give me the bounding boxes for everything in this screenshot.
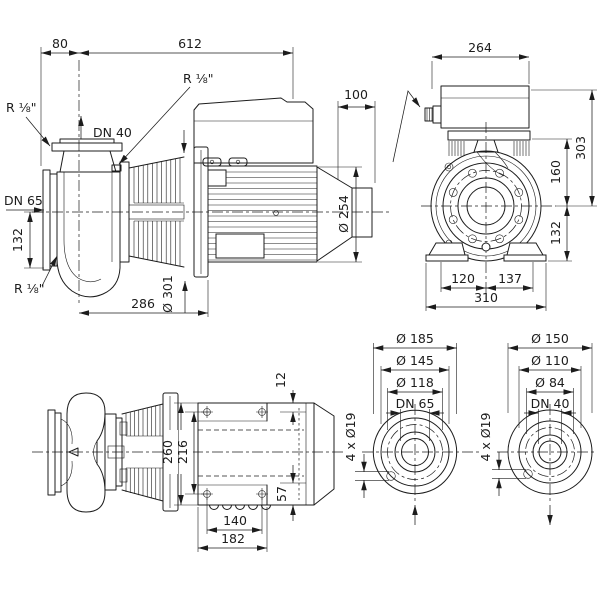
dim-118: Ø 118 <box>396 375 434 390</box>
top-view-dimensions: 12 57 260 216 140 182 <box>160 372 306 552</box>
lantern-top-fins-upper <box>125 404 161 436</box>
discharge-flange-detail: Ø 150 Ø 110 Ø 84 DN 40 4 x Ø19 <box>478 331 593 525</box>
front-view: 264 303 160 132 120 137 310 <box>392 40 597 311</box>
lantern-top-fins-lower <box>125 468 161 501</box>
dim-216: 216 <box>175 440 190 464</box>
discharge-flange-dimensions: Ø 150 Ø 110 Ø 84 DN 40 4 x Ø19 <box>478 331 593 525</box>
electronics-module-side <box>193 97 314 167</box>
side-view: 80 612 R ⅛" DN 40 R ⅛" DN 65 132 R ⅛" 28… <box>4 36 392 317</box>
dim-bolt-holes-40: 4 x Ø19 <box>478 412 493 461</box>
motor-nameplate <box>215 233 265 259</box>
dim-84: Ø 84 <box>535 375 565 390</box>
vent-plug <box>111 164 122 172</box>
top-view: 12 57 260 216 140 182 <box>32 372 597 552</box>
discharge-neck-silhouette <box>476 151 509 177</box>
dim-110: Ø 110 <box>531 353 569 368</box>
thread-label-bottom: R ⅛" <box>14 281 45 296</box>
dim-dn65: DN 65 <box>396 396 435 411</box>
thread-label-top: R ⅛" <box>183 71 214 86</box>
dim-120: 120 <box>451 271 475 286</box>
dim-264: 264 <box>468 40 492 55</box>
discharge-flange-side <box>51 138 123 173</box>
dim-57: 57 <box>274 486 289 502</box>
electronics-module-front <box>424 85 530 129</box>
bolt-hole <box>386 471 396 481</box>
frame-bolt-holes <box>201 406 268 500</box>
port-label-dn65: DN 65 <box>4 193 43 208</box>
bracket-fins-left <box>448 141 465 156</box>
dim-100: 100 <box>344 87 368 102</box>
dim-260: 260 <box>160 440 175 464</box>
dim-185: Ø 185 <box>396 331 434 346</box>
dim-254: Ø 254 <box>336 195 351 233</box>
suction-flange-detail: Ø 185 Ø 145 Ø 118 DN 65 4 x Ø19 <box>343 331 458 525</box>
motor-frame-top <box>197 402 335 510</box>
cable-gland <box>432 105 442 124</box>
bracket-fins-right <box>513 141 530 156</box>
dim-150: Ø 150 <box>531 331 569 346</box>
dim-132-side: 132 <box>10 228 25 252</box>
cable-glands <box>209 504 271 510</box>
side-view-dimensions: 80 612 R ⅛" DN 40 R ⅛" DN 65 132 R ⅛" 28… <box>4 36 376 317</box>
lantern-fins-top <box>133 157 181 203</box>
front-view-dimensions: 264 303 160 132 120 137 310 <box>425 40 597 311</box>
dim-12: 12 <box>273 372 288 388</box>
foot-right <box>506 242 544 256</box>
lantern-top <box>104 403 164 502</box>
dim-137: 137 <box>498 271 522 286</box>
port-label-dn40: DN 40 <box>93 125 132 140</box>
bolt-circle <box>450 170 522 242</box>
dim-182: 182 <box>221 531 245 546</box>
rear-cone-top <box>313 402 335 506</box>
volute-casing <box>56 164 122 298</box>
dim-80: 80 <box>52 36 68 51</box>
dim-612: 612 <box>178 36 202 51</box>
dim-140: 140 <box>223 513 247 528</box>
lantern-fins-bottom <box>133 221 181 267</box>
dim-dn40: DN 40 <box>531 396 570 411</box>
suction-flange-dimensions: Ø 185 Ø 145 Ø 118 DN 65 4 x Ø19 <box>343 331 458 525</box>
motor-side <box>207 165 373 263</box>
coupling-guard <box>128 204 185 220</box>
suction-flange-top <box>47 409 73 496</box>
dim-286: 286 <box>131 296 155 311</box>
dim-bolt-holes-65: 4 x Ø19 <box>343 412 358 461</box>
condensate-plug <box>481 242 491 252</box>
dim-132-front: 132 <box>548 221 563 245</box>
drain-plug-upper <box>444 162 454 172</box>
motor-front-face <box>425 150 547 262</box>
module-bracket <box>447 130 531 156</box>
thread-label-left: R ⅛" <box>6 100 37 115</box>
dim-303: 303 <box>573 136 588 160</box>
foot-left <box>428 242 466 256</box>
suction-flange-side <box>42 169 58 271</box>
flange-bolt-holes <box>448 168 524 244</box>
bolt-hole <box>523 469 533 479</box>
dim-160: 160 <box>548 160 563 184</box>
volute-top <box>66 392 106 513</box>
cable-entry-leader <box>392 90 421 163</box>
dim-145: Ø 145 <box>396 353 434 368</box>
dim-301: Ø 301 <box>160 275 175 313</box>
motor-rear-cone <box>316 166 373 262</box>
motor-lug <box>207 169 227 187</box>
dim-310: 310 <box>474 290 498 305</box>
